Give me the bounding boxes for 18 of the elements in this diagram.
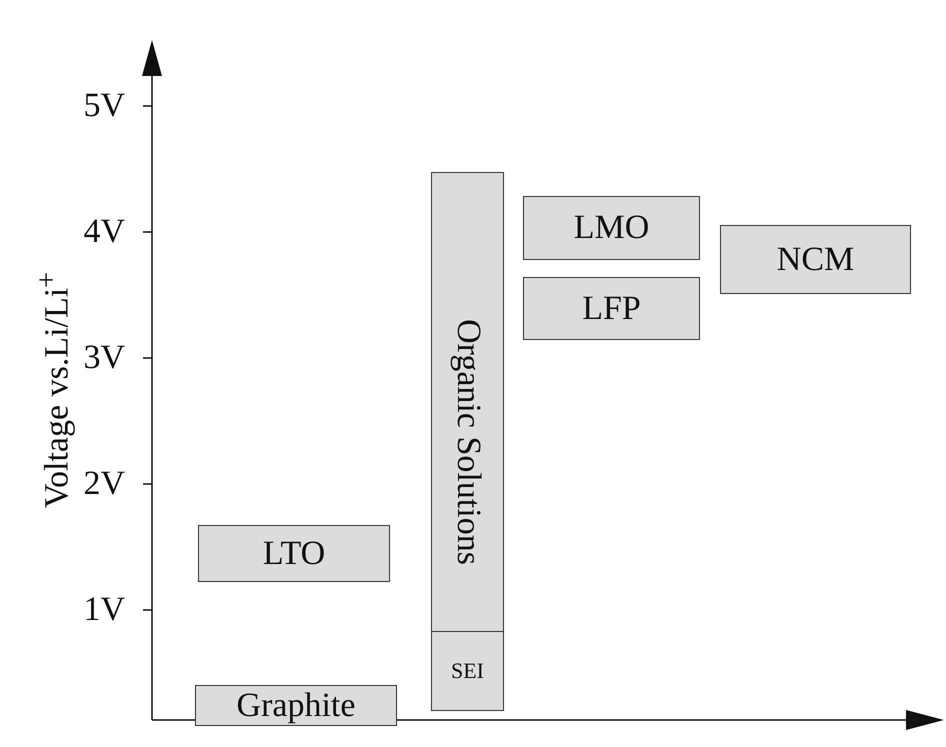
box-label: LTO <box>262 536 326 570</box>
box-label: NCM <box>776 242 854 276</box>
material-box <box>720 225 911 294</box>
box-label: LFP <box>582 292 641 326</box>
tick-label: 3V <box>83 341 125 375</box>
box-label: SEI <box>451 660 484 682</box>
box-label: LMO <box>574 211 650 245</box>
material-box <box>198 525 390 582</box>
tick-label: 4V <box>83 215 125 249</box>
material-box <box>195 685 397 726</box>
box-label: Organic Solutions <box>450 318 484 564</box>
tick-label: 2V <box>83 467 125 501</box>
tick-label: 1V <box>83 593 125 627</box>
material-box <box>523 277 700 340</box>
box-label: Graphite <box>236 688 356 722</box>
tick-label: 5V <box>83 89 125 123</box>
electrolyte-bar <box>431 172 504 711</box>
material-box <box>523 196 700 260</box>
